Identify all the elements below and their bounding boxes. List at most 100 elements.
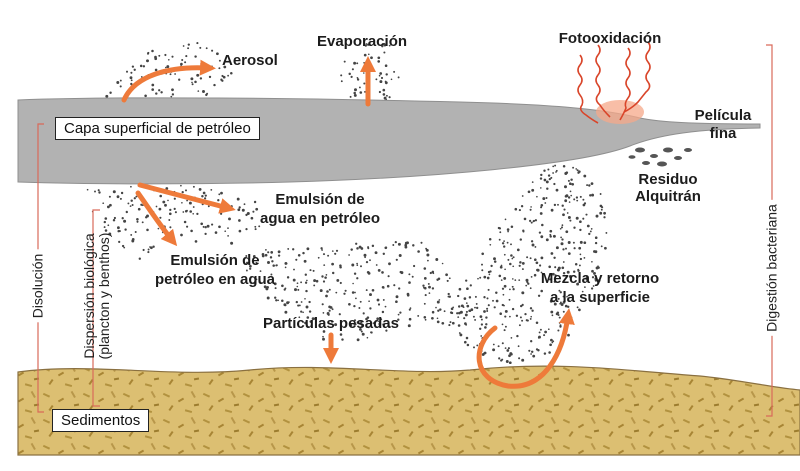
oil-droplet-dot	[224, 230, 227, 233]
mixing-label-line1: Mezcla y retorno	[540, 270, 660, 287]
oil-droplet-dot	[488, 273, 491, 276]
oil-droplet-dot	[213, 83, 216, 87]
oil-droplet-dot	[223, 65, 227, 69]
oil-droplet-dot	[141, 221, 144, 224]
oil-droplet-dot	[441, 262, 444, 265]
oil-droplet-dot	[382, 93, 386, 96]
oil-droplet-dot	[503, 304, 505, 307]
oil-droplet-dot	[328, 288, 331, 291]
tar-residue-label-line1: Residuo	[638, 171, 698, 188]
oil-droplet-dot	[572, 270, 576, 273]
oil-droplet-dot	[353, 319, 357, 322]
oil-droplet-dot	[383, 51, 386, 54]
oil-droplet-dot	[522, 229, 525, 232]
oil-droplet-dot	[565, 230, 569, 234]
oil-droplet-dot	[353, 91, 356, 95]
oil-droplet-dot	[381, 45, 384, 48]
oil-droplet-dot	[597, 279, 601, 282]
oil-droplet-dot	[554, 274, 557, 277]
oil-droplet-dot	[436, 300, 440, 304]
oil-droplet-dot	[599, 211, 603, 215]
oil-droplet-dot	[552, 340, 555, 343]
oil-droplet-dot	[595, 214, 599, 218]
oil-droplet-dot	[553, 302, 557, 306]
photooxidation-glow	[596, 100, 644, 124]
mixing-label-line2: a la superficie	[549, 289, 651, 306]
oil-droplet-dot	[267, 261, 270, 264]
oil-droplet-dot	[329, 306, 333, 309]
oil-droplet-dot	[474, 306, 476, 309]
oil-droplet-dot	[277, 254, 281, 257]
oil-droplet-dot	[519, 238, 522, 241]
oil-droplet-dot	[343, 292, 346, 295]
oil-droplet-dot	[382, 88, 386, 92]
oil-droplet-dot	[311, 317, 315, 321]
thin-film-label-line1: Película	[694, 107, 752, 124]
oil-droplet-dot	[458, 311, 461, 315]
oil-droplet-dot	[144, 94, 147, 98]
oil-droplet-dot	[503, 276, 507, 280]
oil-droplet-dot	[265, 287, 269, 291]
oil-droplet-dot	[564, 185, 567, 189]
oil-droplet-dot	[530, 221, 533, 224]
oil-droplet-dot	[516, 334, 519, 338]
oil-droplet-dot	[199, 77, 203, 80]
oil-droplet-dot	[154, 68, 158, 72]
oil-droplet-dot	[129, 205, 132, 207]
oil-droplet-dot	[125, 210, 128, 214]
oil-droplet-dot	[521, 303, 524, 306]
oil-droplet-dot	[394, 240, 397, 244]
oil-droplet-dot	[574, 263, 578, 266]
oil-droplet-dot	[516, 248, 520, 252]
oil-droplet-dot	[249, 267, 252, 270]
oil-droplet-dot	[254, 228, 257, 231]
oil-droplet-dot	[245, 261, 249, 264]
tar-residue-label-line2: Alquitrán	[635, 188, 701, 205]
oil-droplet-dot	[181, 190, 184, 194]
oil-droplet-dot	[506, 349, 510, 352]
oil-droplet-dot	[465, 310, 468, 313]
oil-droplet-dot	[201, 194, 204, 198]
oil-droplet-dot	[567, 241, 571, 244]
oil-droplet-dot	[521, 195, 524, 197]
oil-droplet-dot	[531, 243, 535, 247]
oil-droplet-dot	[435, 258, 439, 261]
oil-droplet-dot	[395, 300, 398, 304]
oil-droplet-dot	[436, 320, 440, 324]
oil-droplet-dot	[530, 206, 532, 208]
oil-droplet-dot	[238, 229, 242, 233]
oil-droplet-dot	[457, 316, 460, 318]
oil-droplet-dot	[529, 307, 533, 310]
oil-droplet-dot	[603, 216, 606, 219]
oil-droplet-dot	[575, 216, 579, 220]
water-in-oil-label-line1: Emulsión de	[275, 191, 365, 208]
oil-droplet-dot	[544, 330, 547, 334]
oil-droplet-dot	[198, 187, 202, 191]
oil-droplet-dot	[146, 228, 149, 232]
oil-droplet-dot	[514, 207, 518, 211]
oil-droplet-dot	[519, 316, 522, 319]
oil-droplet-dot	[271, 260, 274, 263]
oil-droplet-dot	[426, 253, 430, 257]
oil-droplet-dot	[428, 285, 431, 289]
oil-droplet-dot	[480, 335, 483, 337]
oil-droplet-dot	[575, 196, 579, 199]
oil-droplet-dot	[518, 279, 521, 281]
oil-droplet-dot	[325, 274, 328, 276]
oil-droplet-dot	[573, 247, 576, 250]
oil-droplet-dot	[539, 264, 542, 267]
oil-droplet-dot	[273, 282, 277, 286]
oil-droplet-dot	[130, 71, 133, 74]
oil-droplet-dot	[531, 309, 534, 312]
oil-droplet-dot	[428, 292, 431, 294]
surface-layer-label: Capa superficial de petróleo	[55, 117, 260, 140]
oil-droplet-dot	[582, 198, 585, 201]
oil-droplet-dot	[566, 212, 569, 214]
oil-droplet-dot	[365, 260, 369, 264]
oil-droplet-dot	[562, 248, 565, 251]
oil-droplet-dot	[568, 201, 571, 203]
oil-droplet-dot	[380, 76, 384, 80]
oil-droplet-dot	[168, 219, 171, 221]
oil-droplet-dot	[479, 276, 482, 279]
